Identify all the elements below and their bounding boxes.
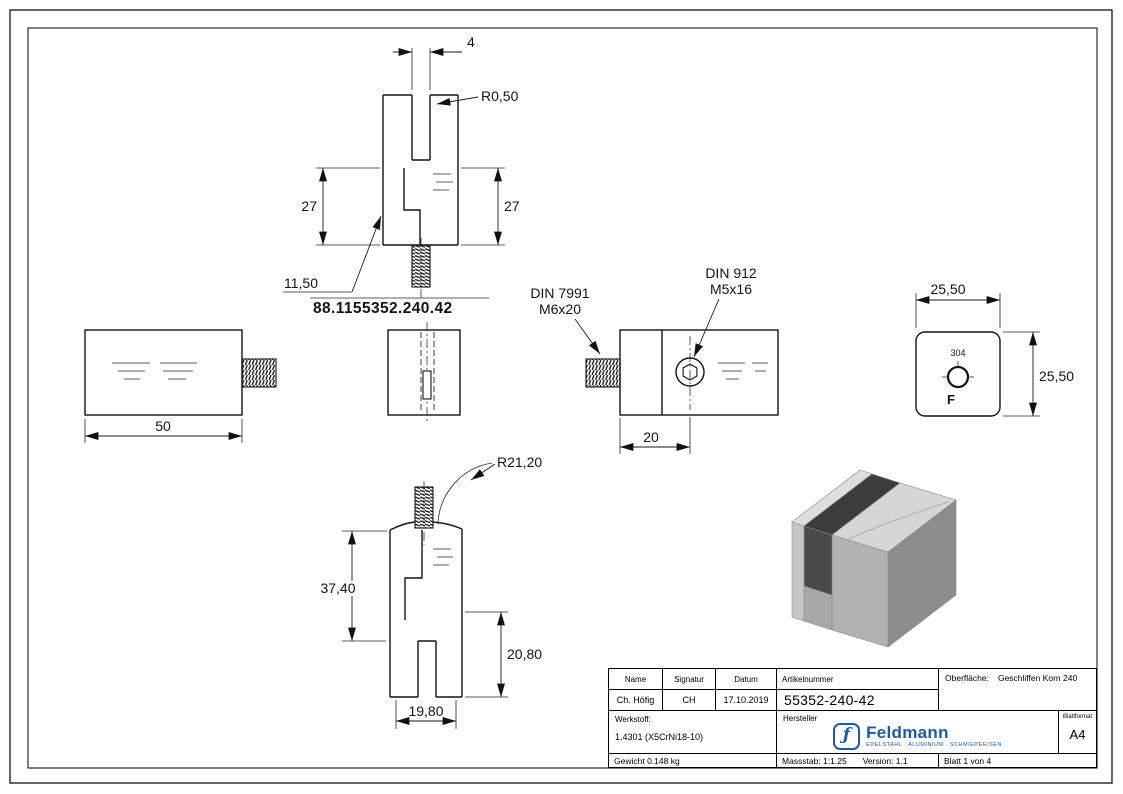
tb-oberflaeche-label: Oberfläche: bbox=[945, 673, 989, 683]
tb-name-value: Ch. Höfig bbox=[609, 690, 663, 711]
isometric-view bbox=[791, 469, 957, 648]
end-view: 304 F 25,50 25,50 bbox=[915, 281, 1074, 417]
feldmann-logo-tagline: EDELSTAHL · ALUMINIUM · SCHMIEDEEISEN bbox=[866, 742, 1002, 749]
tb-oberflaeche-value: Geschliffen Korn 240 bbox=[997, 673, 1078, 683]
feldmann-logo-letter: ƒ bbox=[842, 725, 851, 745]
material-stamp: 304 bbox=[950, 348, 965, 358]
dim-height-total: 37,40 bbox=[320, 580, 355, 596]
tb-header-datum: Datum bbox=[716, 669, 777, 690]
screw-assembly-view: DIN 7991 M6x20 DIN 912 M5x16 20 bbox=[530, 265, 779, 454]
callout-din912: DIN 912 bbox=[705, 265, 757, 281]
iso-saddle-curve bbox=[845, 501, 949, 541]
tb-signatur-value: CH bbox=[663, 690, 716, 711]
callout-din7991: DIN 7991 bbox=[530, 285, 589, 301]
feldmann-logo: ƒ Feldmann EDELSTAHL · ALUMINIUM · SCHMI… bbox=[833, 723, 1002, 750]
tb-oberflaeche-cell: Oberfläche: Geschliffen Korn 240 bbox=[939, 669, 1096, 711]
tb-werkstoff-cell: Werkstoff: 1.4301 (X5CrNi18-10) bbox=[609, 711, 777, 754]
dim-height-left: 27 bbox=[301, 198, 317, 214]
threaded-stud-side bbox=[241, 358, 277, 388]
tb-blattformat-label: Blattformat bbox=[1062, 714, 1092, 720]
bottom-view: R21,20 37,40 20,80 19,80 bbox=[316, 454, 542, 729]
threaded-stud-din7991 bbox=[585, 358, 621, 388]
threaded-stud-front bbox=[411, 244, 431, 288]
tb-gewicht: Gewicht 0.148 kg bbox=[609, 754, 777, 767]
dim-slot-width: 4 bbox=[467, 34, 475, 50]
tb-werkstoff-label: Werkstoff: bbox=[615, 715, 651, 724]
dim-width: 25,50 bbox=[930, 281, 965, 297]
section-view bbox=[387, 322, 461, 423]
part-code: 88.1155352.240.42 bbox=[313, 300, 453, 317]
iso-slot-interior bbox=[803, 525, 833, 596]
front-view: 4 R0,50 27 27 11,50 88.1155352.240.42 bbox=[283, 34, 520, 317]
dim-height: 25,50 bbox=[1039, 368, 1074, 384]
iso-body-top bbox=[831, 482, 957, 553]
iso-flange-face bbox=[791, 521, 805, 622]
dim-width-inner: 19,80 bbox=[408, 703, 443, 719]
dim-step-depth: 11,50 bbox=[284, 275, 318, 291]
tb-hersteller-label: Hersteller bbox=[783, 714, 818, 723]
tb-header-signatur: Signatur bbox=[663, 669, 716, 690]
feldmann-logo-icon: ƒ bbox=[833, 723, 861, 750]
tb-blattformat-value: A4 bbox=[1069, 727, 1086, 742]
dim-length: 50 bbox=[155, 418, 171, 434]
side-view: 50 bbox=[84, 329, 277, 443]
threaded-hole bbox=[946, 365, 970, 389]
tb-version: Version: 1.1 bbox=[862, 755, 908, 766]
tb-massstab-cell: Massstab: 1:1.25 Version: 1.1 bbox=[777, 754, 939, 767]
sheet-frame bbox=[9, 9, 1113, 784]
tb-massstab: Massstab: 1:1.25 bbox=[782, 755, 847, 766]
callout-din7991-size: M6x20 bbox=[539, 301, 581, 317]
tb-hersteller-cell: Hersteller ƒ Feldmann EDELSTAHL · ALUMIN… bbox=[777, 711, 1059, 754]
callout-din912-size: M5x16 bbox=[710, 281, 752, 297]
title-block: Name Signatur Datum Artikelnummer Oberfl… bbox=[608, 668, 1097, 768]
hex-socket-icon bbox=[682, 363, 698, 381]
feldmann-logo-name: Feldmann bbox=[866, 723, 949, 743]
tb-header-name: Name bbox=[609, 669, 663, 690]
slot-section bbox=[422, 370, 432, 400]
tb-header-artikelnummer: Artikelnummer bbox=[777, 669, 939, 690]
tb-blattformat-cell: Blattformat A4 bbox=[1059, 711, 1096, 754]
dim-height-lower: 20,80 bbox=[507, 646, 542, 662]
dim-saddle-radius: R21,20 bbox=[497, 454, 542, 470]
mark-f: F bbox=[947, 392, 955, 407]
dim-height-right: 27 bbox=[504, 198, 520, 214]
dim-corner-radius: R0,50 bbox=[481, 88, 519, 104]
iso-end-face bbox=[831, 534, 889, 648]
tb-artikelnummer-value: 55352-240-42 bbox=[777, 690, 939, 711]
dim-offset: 20 bbox=[643, 429, 659, 445]
tb-werkstoff-value: 1.4301 (X5CrNi18-10) bbox=[615, 732, 704, 742]
tb-datum-value: 17.10.2019 bbox=[716, 690, 777, 711]
tb-blatt: Blatt 1 von 4 bbox=[944, 755, 992, 766]
